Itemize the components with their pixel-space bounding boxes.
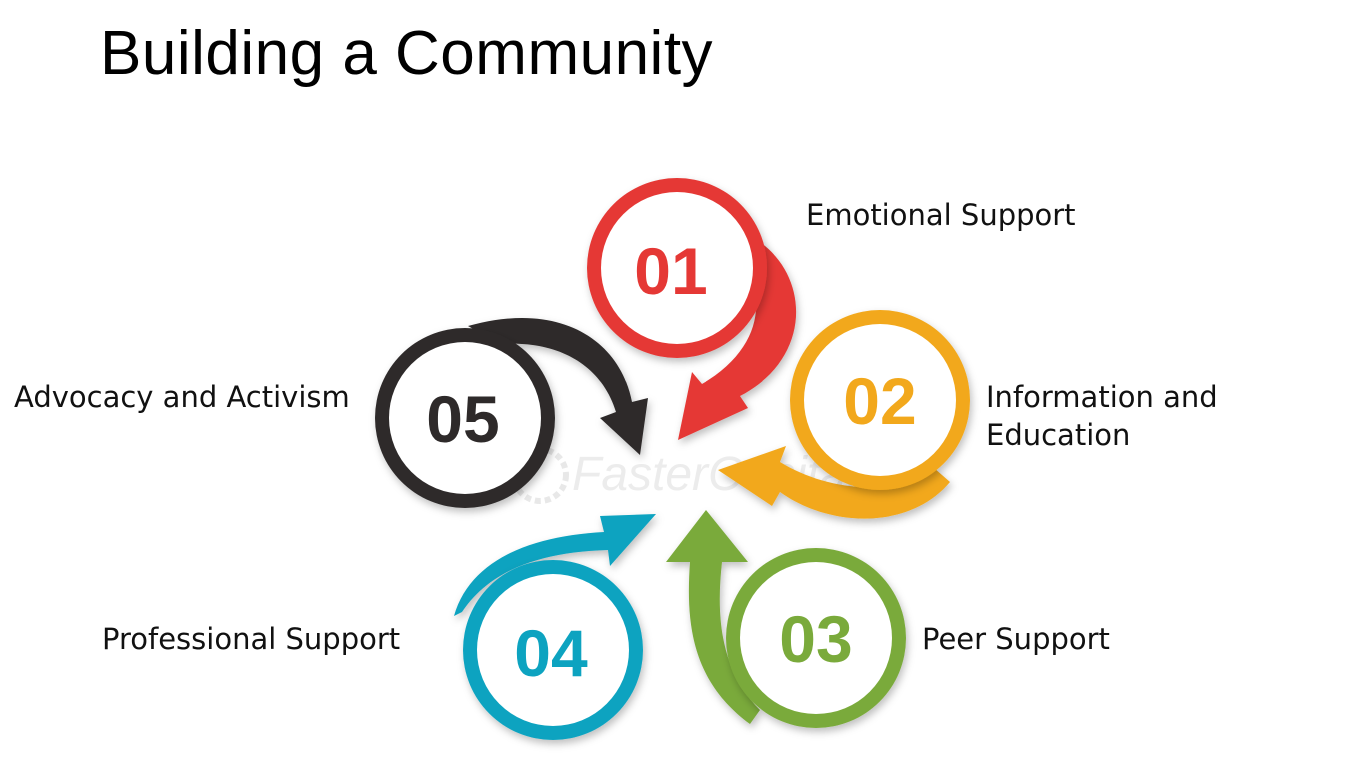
step-01-number: 01 <box>634 234 707 308</box>
step-04-arrow <box>454 514 656 616</box>
step-04-number: 04 <box>514 616 588 690</box>
step-05-arrow <box>468 317 648 455</box>
step-04-label: Professional Support <box>102 622 401 656</box>
step-01-label: Emotional Support <box>806 198 1076 232</box>
step-05-number: 05 <box>426 382 499 456</box>
step-05-label: Advocacy and Activism <box>14 380 350 414</box>
step-02-label-line-2: Education <box>986 418 1131 452</box>
step-02-label-line-1: Information and <box>986 380 1218 414</box>
step-05-circle: 05 <box>375 328 555 508</box>
page-title: Building a Community <box>100 19 714 88</box>
step-02-label: Information and Education <box>986 378 1218 454</box>
step-04-circle: 04 <box>463 560 643 740</box>
step-03-label: Peer Support <box>922 622 1110 656</box>
step-02-number: 02 <box>843 364 916 438</box>
step-03-circle: 03 <box>726 548 906 728</box>
step-02-arrow <box>718 446 950 519</box>
step-01-circle: 01 <box>587 178 767 358</box>
step-03-number: 03 <box>779 602 852 676</box>
step-02-circle: 02 <box>790 310 970 490</box>
step-03-arrow <box>666 510 760 724</box>
step-01-arrow <box>678 242 797 440</box>
